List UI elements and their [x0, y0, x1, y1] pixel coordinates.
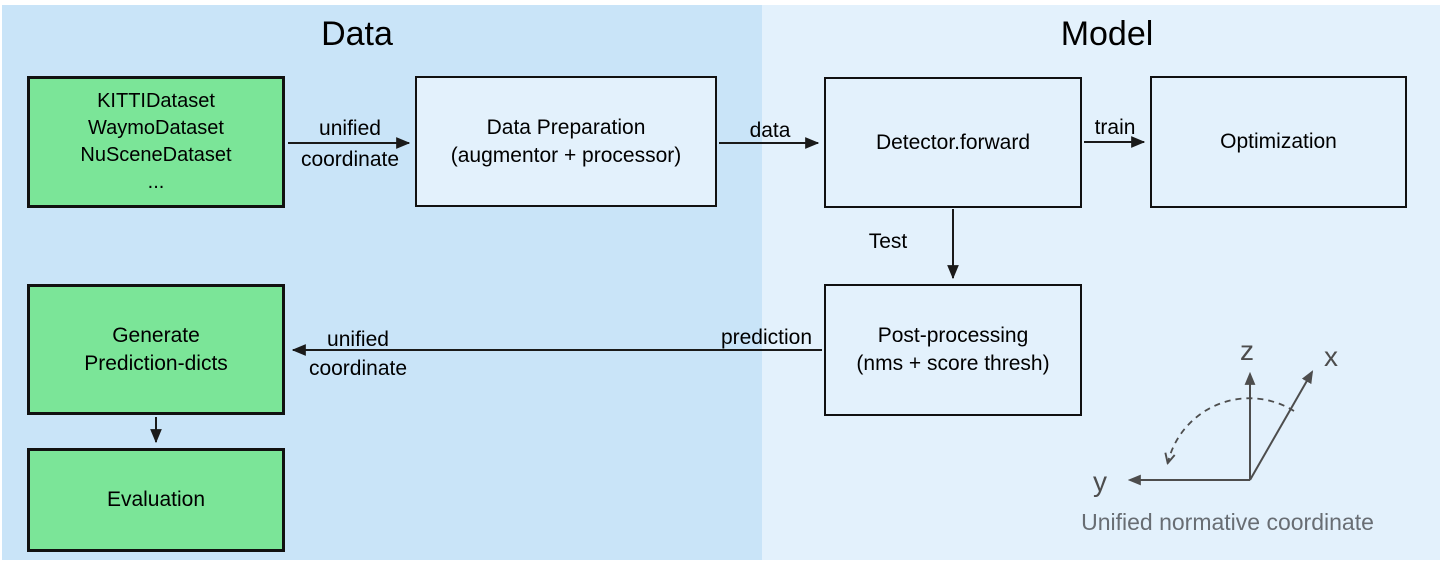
optimization-box: Optimization	[1150, 76, 1407, 208]
edge-label-data: data	[749, 119, 791, 142]
evaluation-box: Evaluation	[27, 448, 285, 552]
generate-line: Generate	[112, 323, 200, 347]
dataset-name-kitti: KITTIDataset	[97, 90, 215, 112]
dataset-name-waymo: WaymoDataset	[88, 117, 224, 139]
data-section-title: Data	[321, 15, 393, 53]
dataset-name-ellipsis: ...	[147, 171, 165, 193]
data-preparation-box: Data Preparation (augmentor + processor)	[415, 76, 717, 207]
edge-label-test: Test	[868, 230, 908, 253]
edge-label-unified-bottom: unified	[327, 328, 389, 351]
detector-forward-box: Detector.forward	[824, 77, 1082, 208]
optimization-label: Optimization	[1220, 130, 1337, 153]
edge-label-coordinate-bottom: coordinate	[308, 357, 408, 380]
edge-label-prediction: prediction	[720, 326, 812, 349]
post-processing-subtitle: (nms + score thresh)	[856, 352, 1050, 375]
model-section-title: Model	[1060, 15, 1154, 53]
evaluation-label: Evaluation	[106, 488, 206, 511]
prediction-dicts-line: Prediction-dicts	[84, 351, 228, 375]
datasets-box: KITTIDataset WaymoDataset NuSceneDataset…	[27, 76, 285, 208]
edge-label-coordinate-top: coordinate	[300, 148, 400, 171]
dataset-name-nuscene: NuSceneDataset	[80, 144, 232, 166]
detector-forward-label: Detector.forward	[875, 130, 1031, 154]
data-preparation-subtitle: (augmentor + processor)	[450, 143, 682, 167]
edge-label-train: train	[1094, 116, 1136, 139]
coordinate-caption: Unified normative coordinate	[1081, 509, 1374, 535]
post-processing-box: Post-processing (nms + score thresh)	[824, 284, 1082, 416]
data-preparation-title: Data Preparation	[486, 115, 646, 139]
post-processing-title: Post-processing	[877, 324, 1029, 347]
generate-prediction-dicts-box: Generate Prediction-dicts	[27, 284, 285, 415]
edge-label-unified-top: unified	[319, 117, 381, 140]
